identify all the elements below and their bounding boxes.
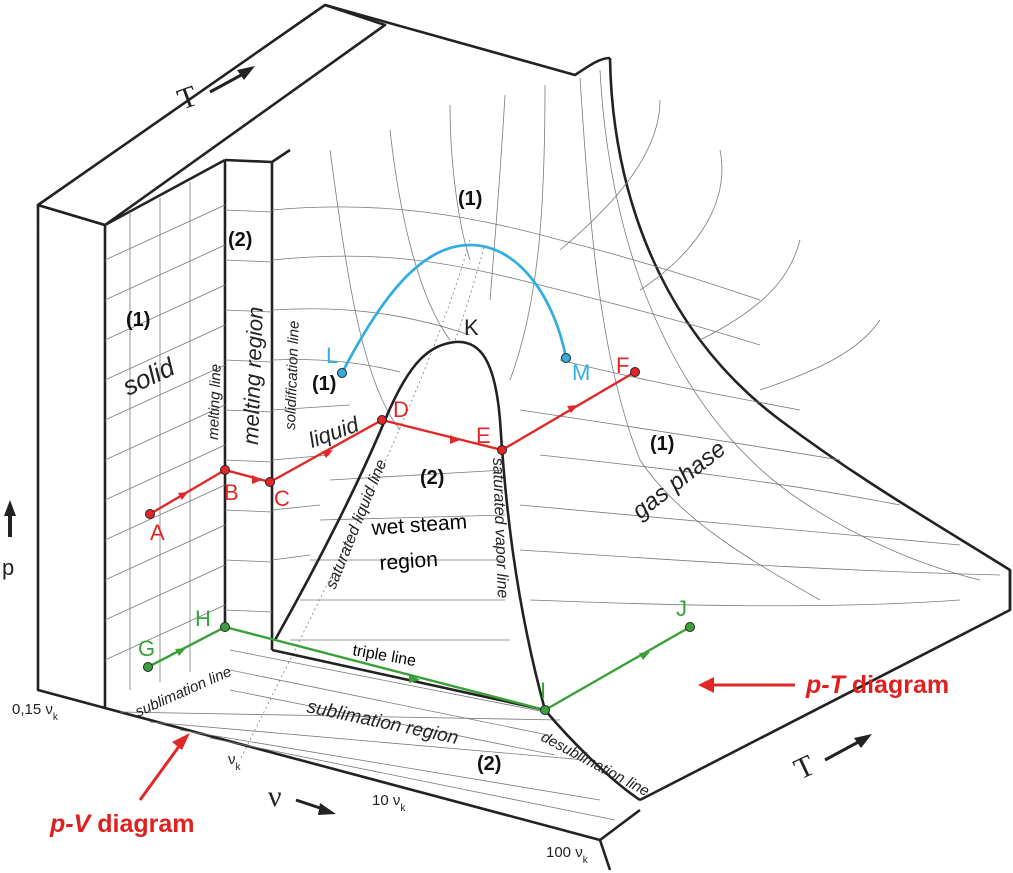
count-gas: (1) <box>650 433 674 455</box>
label-gas-phase: gas phase <box>627 435 731 524</box>
label-desublimation-line: desublimation line <box>538 729 652 800</box>
T-arrow-right-icon <box>854 734 872 748</box>
label-F: F <box>616 353 629 378</box>
v-arrow-icon <box>318 803 336 815</box>
phase-boundaries <box>271 340 641 802</box>
isobar-GJ-arrows <box>175 648 650 683</box>
point-E-marker <box>497 445 507 455</box>
tick-vk: νk <box>228 751 242 773</box>
pV-rest: diagram <box>90 810 194 838</box>
tick-10vk: 10 νk <box>372 792 406 814</box>
pV-arrow-icon <box>172 733 190 750</box>
label-I: I <box>540 678 546 703</box>
pT-arrow-icon <box>698 677 714 693</box>
p-axis-label: p <box>2 555 14 580</box>
label-H: H <box>195 606 211 631</box>
point-G-marker <box>143 662 153 672</box>
label-K: K <box>464 315 479 340</box>
label-B: B <box>224 480 239 505</box>
tick-015vk: 0,15 νk <box>12 701 59 723</box>
callout-pT: p-T diagram <box>698 671 949 699</box>
saturation-dome <box>273 340 547 711</box>
point-C-marker <box>265 477 275 487</box>
point-F-marker <box>630 367 640 377</box>
point-H-marker <box>220 622 230 632</box>
label-solid: solid <box>118 351 181 401</box>
v-ticks: 0,15 νk νk 10 νk 100 νk <box>12 701 589 866</box>
callout-pV: p-V diagram <box>49 733 194 838</box>
point-L-marker <box>337 368 347 378</box>
point-M-marker <box>561 353 571 363</box>
count-melting: (2) <box>228 229 252 251</box>
label-L: L <box>326 343 338 368</box>
svg-text:p-V diagram: p-V diagram <box>49 810 194 838</box>
label-melting-region: melting region <box>238 306 268 445</box>
point-B-marker <box>220 465 230 475</box>
label-M: M <box>572 360 590 385</box>
point-I-marker <box>540 705 550 715</box>
pT-rest: diagram <box>845 671 949 699</box>
label-J: J <box>676 596 687 621</box>
label-wet-steam-region: region <box>379 548 439 575</box>
label-D: D <box>393 397 409 422</box>
pV-italic: p-V <box>49 810 93 838</box>
isobar-GJ <box>147 625 691 712</box>
label-A: A <box>150 520 165 545</box>
label-G: G <box>138 636 155 661</box>
count-solid: (1) <box>126 309 150 331</box>
svg-text:p-T diagram: p-T diagram <box>805 671 949 699</box>
surface-outline <box>36 3 1012 871</box>
T-arrow-top-icon <box>237 66 255 80</box>
label-sublimation-region: sublimation region <box>305 696 460 749</box>
count-sublimation: (2) <box>477 753 501 775</box>
label-triple-line: triple line <box>351 642 417 670</box>
point-labels: A B C D E F G H I J K L M <box>138 315 687 703</box>
label-E: E <box>476 423 491 448</box>
v-axis: ν <box>268 780 336 815</box>
isobar-points <box>145 367 640 519</box>
label-C: C <box>274 486 290 511</box>
label-melting-line: melting line <box>205 364 225 440</box>
count-wet: (2) <box>420 467 444 489</box>
v-axis-label: ν <box>268 780 282 813</box>
isotherm-LM <box>340 243 568 374</box>
isobar-GJ-points <box>143 622 695 715</box>
label-solidification-line: solidification line <box>282 320 303 430</box>
p-axis: p <box>2 500 16 580</box>
label-saturated-vapor-line: saturated vapor line <box>489 458 511 599</box>
point-J-marker <box>685 622 695 632</box>
point-A-marker <box>145 509 155 519</box>
surface-grid <box>104 69 1001 821</box>
count-liquid: (1) <box>312 373 336 395</box>
p-axis-arrow-icon <box>4 500 16 516</box>
T-label-right: T <box>789 749 820 787</box>
label-wet-steam: wet steam <box>370 510 468 540</box>
pT-italic: p-T <box>805 671 848 699</box>
T-axis-right: T <box>789 734 872 786</box>
tick-100vk: 100 νk <box>546 844 589 866</box>
isobar-arrows <box>178 405 578 500</box>
count-top: (1) <box>458 188 482 210</box>
point-D-marker <box>377 415 387 425</box>
